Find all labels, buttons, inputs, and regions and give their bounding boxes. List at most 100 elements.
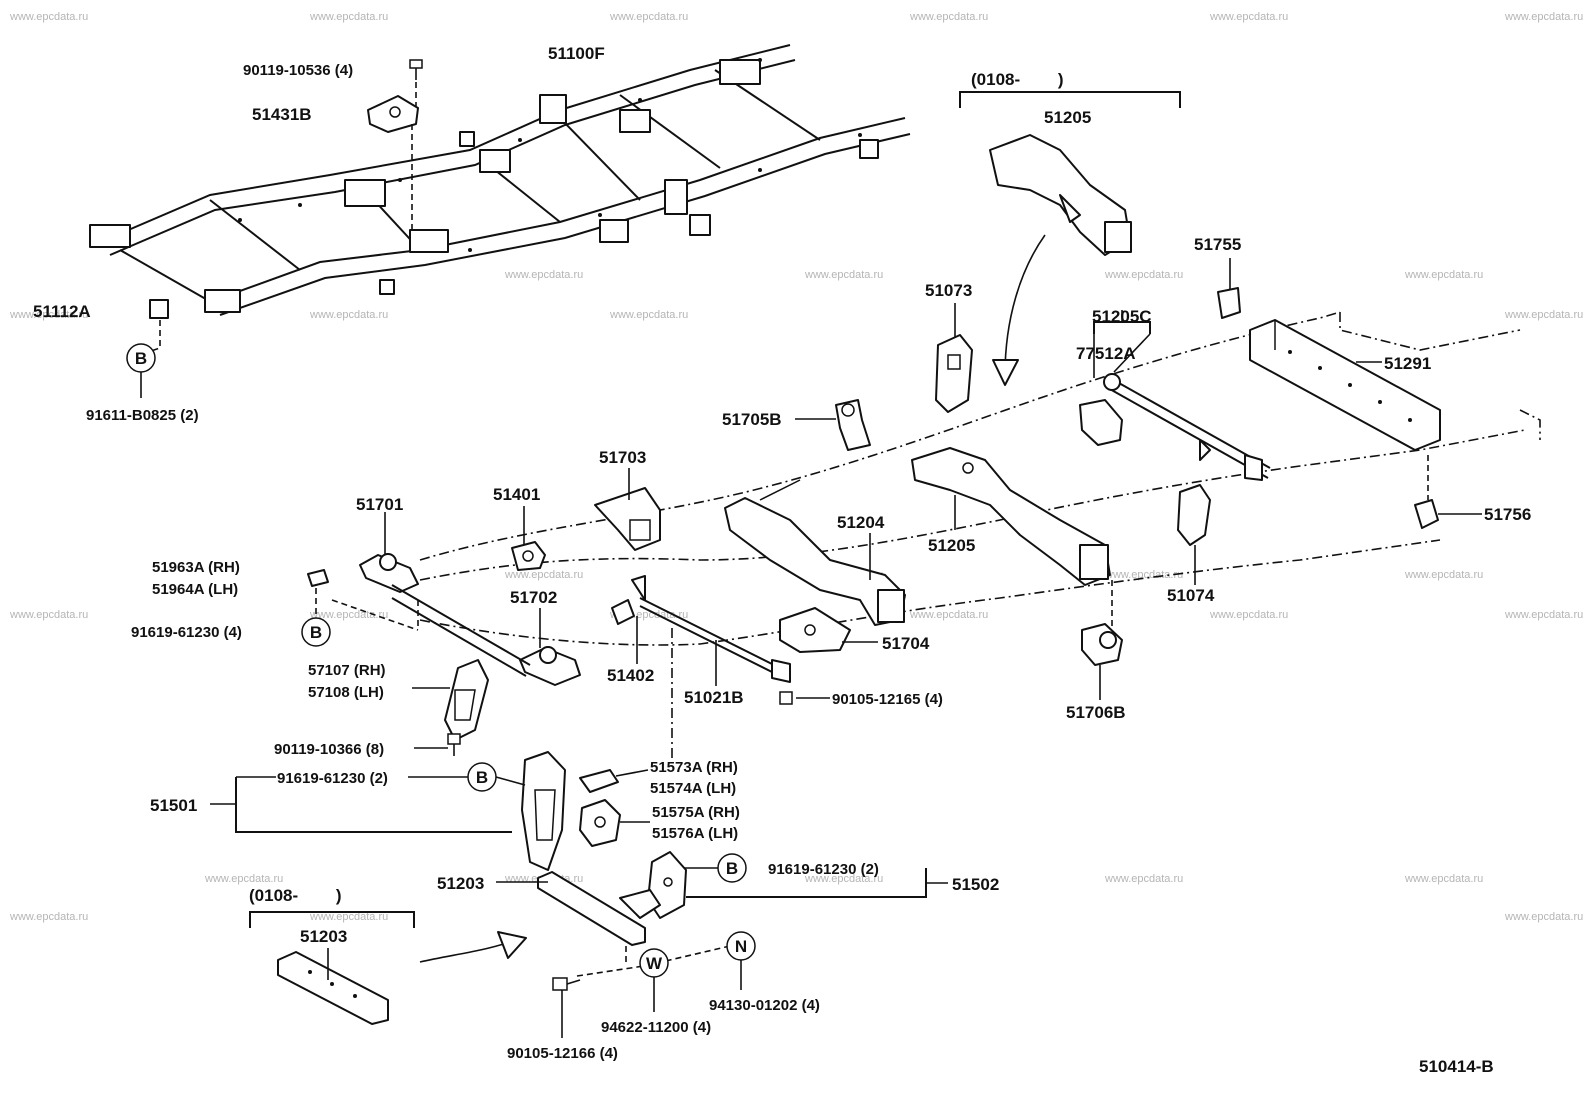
watermark: www.epcdata.ru: [504, 569, 583, 581]
svg-text:B: B: [476, 768, 488, 787]
watermark: www.epcdata.ru: [1104, 269, 1183, 281]
callout-90105-12165: 90105-12165 (4): [832, 691, 943, 708]
callout-labels: 51100F 90119-10536 (4) 51431B 51112A 916…: [33, 44, 1531, 1076]
watermark: www.epcdata.ru: [9, 911, 88, 923]
callout-51112A: 51112A: [33, 302, 91, 321]
svg-text:W: W: [646, 954, 663, 973]
part-51205-top: [989, 134, 1132, 256]
part-51756: [1414, 499, 1439, 529]
callout-51576A: 51576A (LH): [652, 825, 738, 842]
watermark: www.epcdata.ru: [1404, 569, 1483, 581]
callout-51100F: 51100F: [548, 44, 605, 63]
watermark: www.epcdata.ru: [204, 873, 283, 885]
callout-51205C: 51205C: [1092, 307, 1152, 326]
crossmember-link: [391, 584, 531, 666]
circle-n: N: [726, 931, 756, 961]
callout-51205-mid: 51205: [928, 536, 975, 555]
callout-91619-61230-2a: 91619-61230 (2): [277, 770, 388, 787]
bracket-0108-bot: [249, 911, 415, 928]
callout-51756: 51756: [1484, 505, 1531, 524]
watermark: www.epcdata.ru: [309, 11, 388, 23]
watermark: www.epcdata.ru: [9, 309, 88, 321]
callout-51701: 51701: [356, 495, 403, 514]
watermark: www.epcdata.ru: [1504, 911, 1583, 923]
watermark: www.epcdata.ru: [1104, 569, 1183, 581]
part-51431B: [367, 95, 419, 133]
part-51701: [359, 553, 419, 593]
leader-dash: [331, 599, 419, 631]
watermark: www.epcdata.ru: [1209, 609, 1288, 621]
part-51755: [1217, 287, 1241, 319]
part-51203-mid: [537, 871, 646, 946]
callout-51203-mid: 51203: [437, 874, 484, 893]
leader: [495, 776, 526, 786]
circle-b-3: B: [467, 762, 497, 792]
part-51291: [1249, 319, 1441, 451]
callout-94622-11200: 94622-11200 (4): [601, 1019, 711, 1036]
leader-dash: [576, 945, 731, 977]
part-51203-bot: [277, 951, 389, 1025]
bolt-90119-10536: [409, 59, 423, 80]
arrow-head-top: [992, 359, 1019, 386]
part-51205-mid: [911, 447, 1111, 586]
part-51575A: [579, 799, 621, 847]
bracket-0108-top: [959, 91, 1181, 108]
callout-51574A: 51574A (LH): [650, 780, 736, 797]
arrow-head-bottom: [497, 931, 527, 959]
part-51703: [594, 487, 661, 551]
bolt-90105-12165: [779, 691, 793, 705]
circle-b-1: B: [126, 343, 156, 373]
callout-51074: 51074: [1167, 586, 1215, 605]
bracket-51501: [235, 777, 512, 833]
part-51501: [521, 751, 566, 871]
callout-0108-top: (0108- ): [971, 70, 1064, 89]
callout-51702: 51702: [510, 588, 557, 607]
callout-51573A: 51573A (RH): [650, 759, 738, 776]
callout-51205-top: 51205: [1044, 108, 1091, 127]
svg-text:B: B: [135, 349, 147, 368]
circle-b-4: B: [717, 853, 747, 883]
bracket-51502: [686, 868, 927, 898]
watermark: www.epcdata.ru: [804, 269, 883, 281]
leader: [615, 769, 649, 777]
callout-57108: 57108 (LH): [308, 684, 384, 701]
callout-51431B: 51431B: [252, 105, 312, 124]
callout-51706B: 51706B: [1066, 703, 1126, 722]
callout-51575A: 51575A (RH): [652, 804, 740, 821]
part-51205C: [1103, 373, 1271, 481]
part-51704: [779, 607, 851, 653]
watermark: www.epcdata.ru: [309, 309, 388, 321]
callout-91619-61230-4: 91619-61230 (4): [131, 624, 242, 641]
watermark: www.epcdata.ru: [909, 609, 988, 621]
watermark: www.epcdata.ru: [1504, 609, 1583, 621]
callout-51501: 51501: [150, 796, 197, 815]
watermark: www.epcdata.ru: [1104, 873, 1183, 885]
part-51074: [1177, 484, 1211, 546]
watermark: www.epcdata.ru: [9, 11, 88, 23]
part-51502: [619, 851, 687, 919]
callout-51704: 51704: [882, 634, 930, 653]
leader: [1113, 333, 1151, 373]
frame-assembly-51100F: [89, 44, 911, 316]
watermark: www.epcdata.ru: [609, 11, 688, 23]
bolt-90119-10366: [447, 733, 461, 756]
svg-text:B: B: [310, 623, 322, 642]
watermark: www.epcdata.ru: [1404, 269, 1483, 281]
svg-text:N: N: [735, 937, 747, 956]
part-51706B: [1081, 623, 1123, 666]
watermark: www.epcdata.ru: [1404, 873, 1483, 885]
arrow-curve-bottom: [419, 941, 511, 963]
part-51963A: [307, 569, 329, 587]
callout-51703: 51703: [599, 448, 646, 467]
watermark: www.epcdata.ru: [909, 11, 988, 23]
callout-51401: 51401: [493, 485, 540, 504]
part-51112A: [149, 299, 169, 319]
frame-outline-lower: [419, 311, 1541, 646]
callout-51402: 51402: [607, 666, 654, 685]
callout-90119-10366: 90119-10366 (8): [274, 741, 384, 758]
circle-b-2: B: [301, 617, 331, 647]
circle-w: W: [639, 948, 669, 978]
callout-51073: 51073: [925, 281, 972, 300]
watermark: www.epcdata.ru: [1209, 11, 1288, 23]
